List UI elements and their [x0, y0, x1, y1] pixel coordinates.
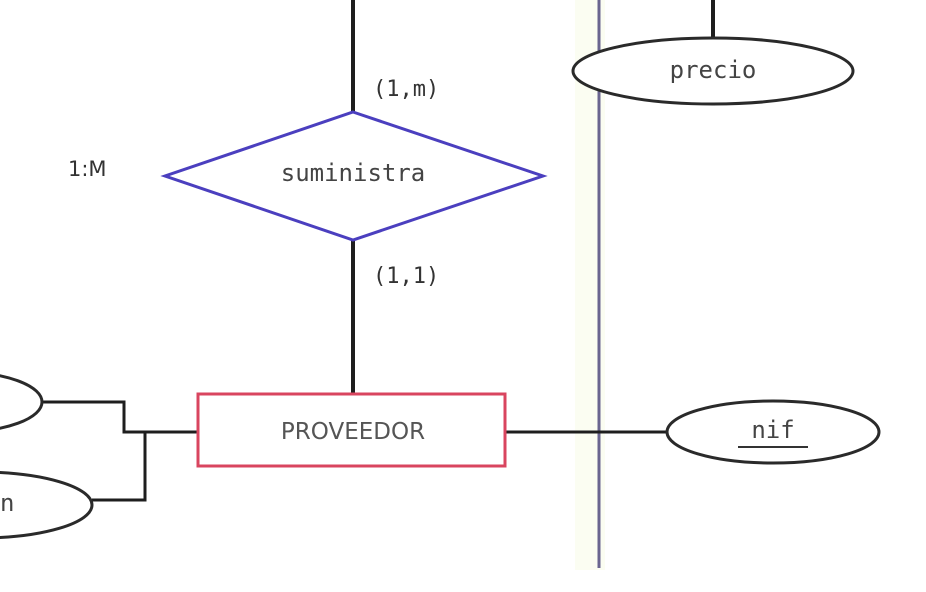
attribute-precio-ellipse — [571, 36, 855, 106]
entity-box — [196, 392, 507, 468]
attribute-partial-bottom-label: n — [0, 489, 14, 517]
attribute-precio-label: precio — [670, 56, 757, 84]
attribute-partial-top-ellipse — [0, 374, 44, 430]
relationship-diamond — [160, 110, 548, 242]
attribute-nif-label: nif — [751, 416, 794, 444]
attribute-partial-bottom-ellipse — [0, 471, 94, 539]
cardinality-ratio-label: 1:M — [68, 157, 107, 181]
attribute-nif-ellipse — [665, 399, 881, 465]
connector-left-attribute-top — [42, 400, 198, 434]
cardinality-bottom-label: (1,1) — [373, 264, 439, 289]
connector-left-attribute-bottom — [92, 432, 147, 502]
relationship-label: suministra — [281, 159, 426, 187]
cardinality-top-label: (1,m) — [373, 77, 439, 102]
entity-label: PROVEEDOR — [281, 419, 425, 445]
